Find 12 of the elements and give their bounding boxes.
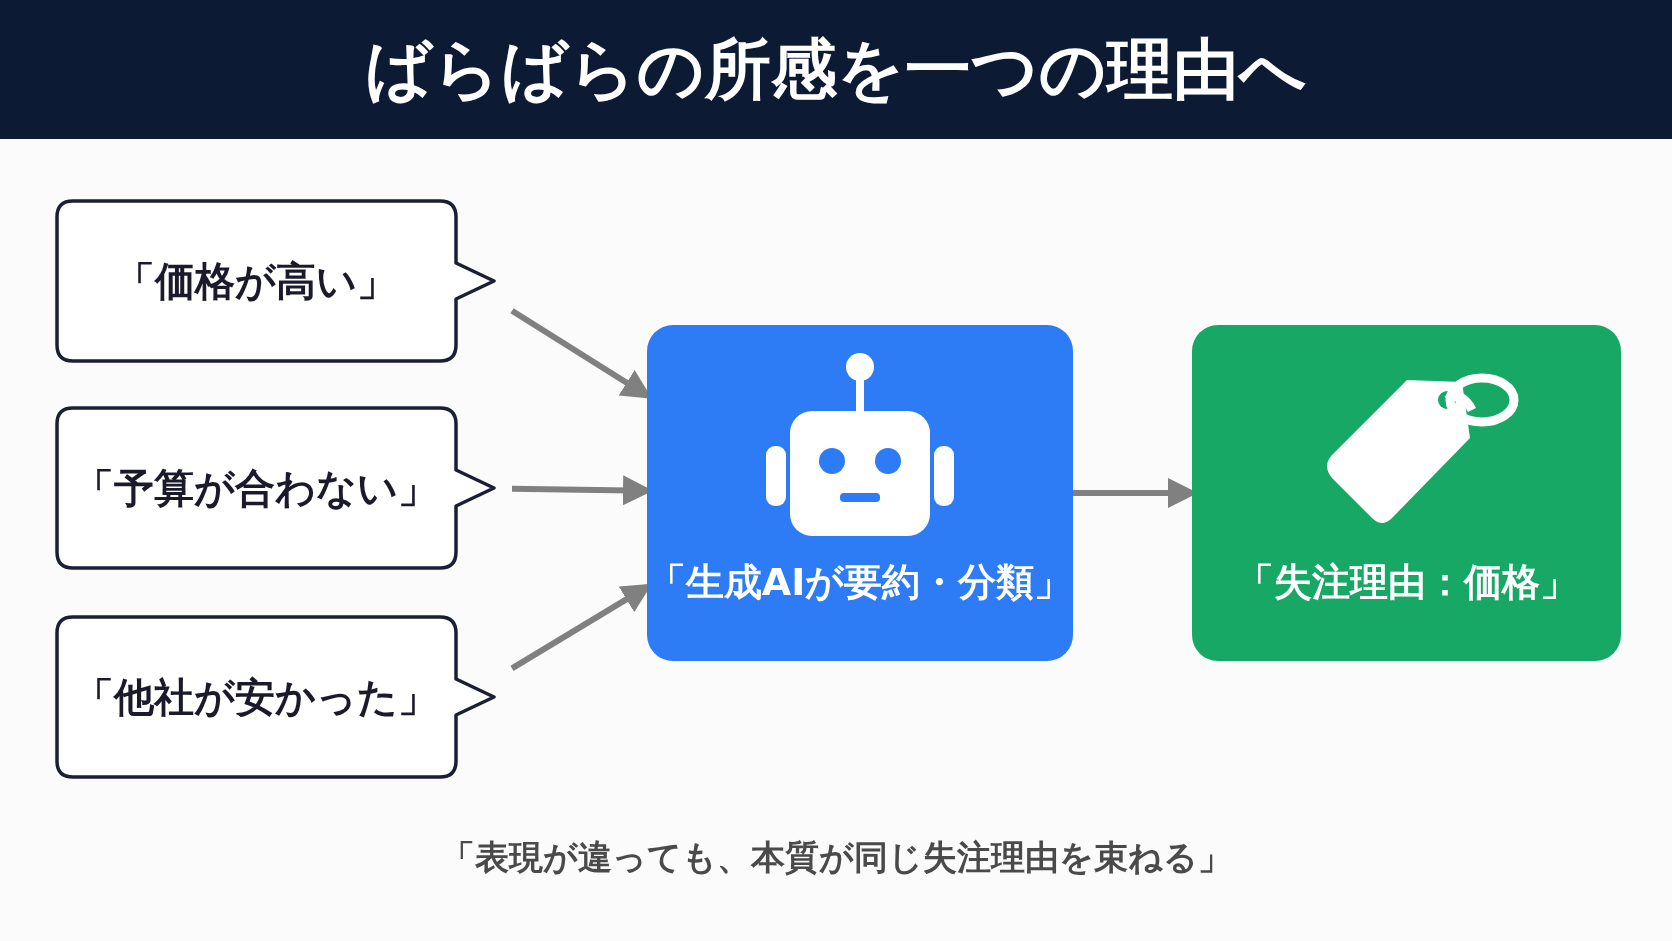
process-box [647, 325, 1073, 661]
box-label: 「生成AIが要約・分類」 [647, 559, 1073, 606]
caption: 「表現が違っても、本質が同じ失注理由を束ねる」 [439, 836, 1233, 879]
title: ばらばらの所感を一つの理由へ [365, 29, 1307, 110]
speech-bubble [55, 199, 496, 363]
box-label: 「失注理由：価格」 [1234, 559, 1579, 606]
quote-text: 「他社が安かった」 [72, 672, 439, 722]
speech-bubble [55, 615, 496, 779]
quote-text: 「価格が高い」 [113, 256, 398, 306]
quote-text: 「予算が合わない」 [72, 463, 439, 513]
speech-bubble [55, 406, 496, 570]
result-box [1192, 325, 1621, 661]
